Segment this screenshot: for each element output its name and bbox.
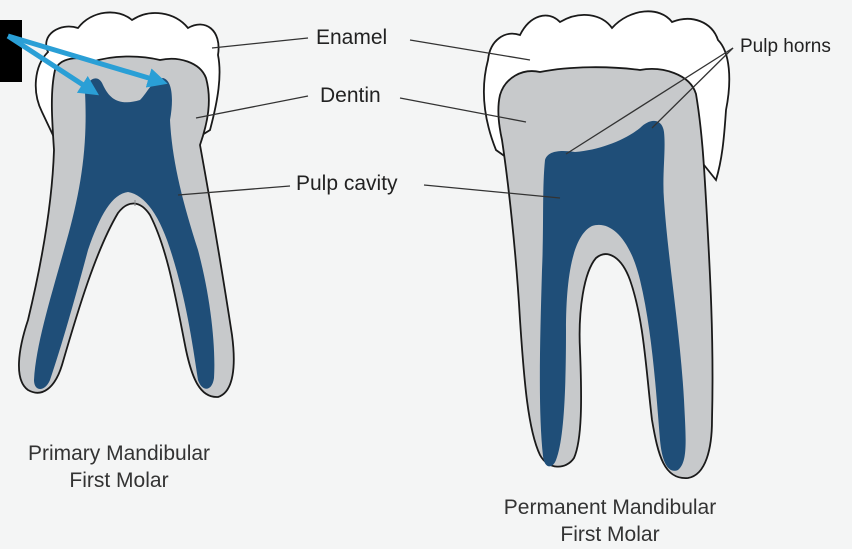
label-enamel: Enamel	[316, 26, 387, 50]
caption-permanent-line2: First Molar	[470, 521, 750, 548]
label-dentin: Dentin	[320, 84, 381, 108]
caption-permanent-molar: Permanent Mandibular First Molar	[470, 494, 750, 548]
caption-primary-line1: Primary Mandibular	[0, 440, 238, 467]
permanent-molar-illustration	[484, 11, 729, 478]
caption-permanent-line1: Permanent Mandibular	[470, 494, 750, 521]
caption-primary-line2: First Molar	[0, 467, 238, 494]
label-pulp-horns: Pulp horns	[740, 36, 831, 58]
label-pulp-cavity: Pulp cavity	[296, 172, 398, 196]
black-marker-box	[0, 20, 22, 82]
caption-primary-molar: Primary Mandibular First Molar	[0, 440, 238, 494]
enamel-leader-left	[212, 38, 308, 48]
